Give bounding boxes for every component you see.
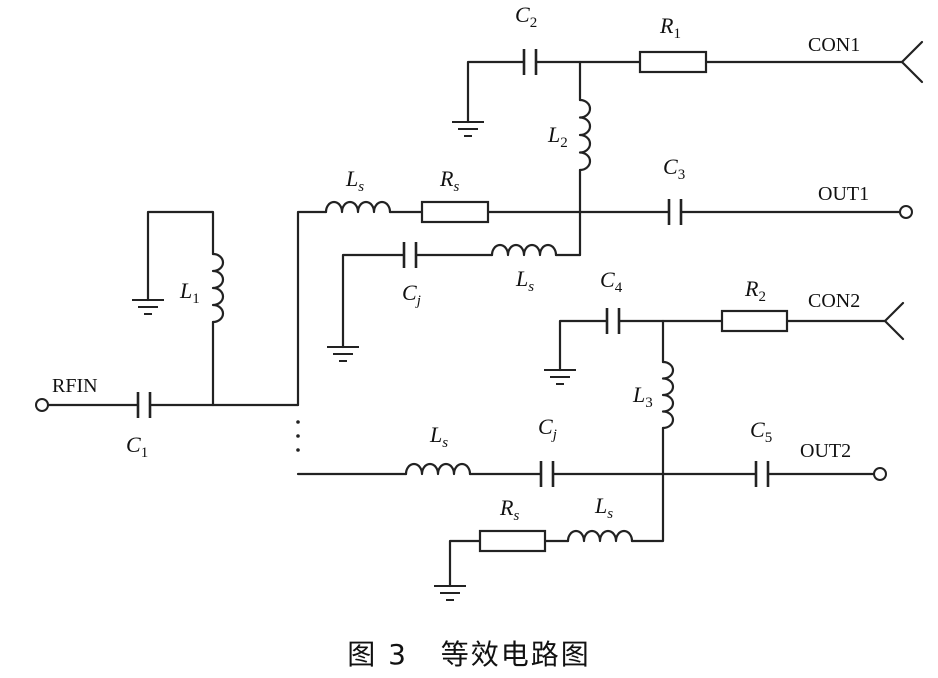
figure-caption: 图 3 等效电路图 xyxy=(347,638,590,671)
label-r2: R2 xyxy=(744,276,766,305)
out2-port-terminal xyxy=(873,467,887,481)
label-l3: L3 xyxy=(632,382,653,411)
out1-label: OUT1 xyxy=(818,183,869,205)
inductor-l1 xyxy=(211,252,225,324)
ground-symbol-cj xyxy=(327,346,359,362)
out2-label: OUT2 xyxy=(800,440,851,462)
resistor-rs-upper xyxy=(420,200,490,224)
capacitor-cj-upper xyxy=(402,242,418,268)
label-ls-upper: Ls xyxy=(345,166,364,195)
capacitor-c4 xyxy=(605,308,621,334)
resistor-r1 xyxy=(638,50,708,74)
capacitor-c1 xyxy=(136,392,152,418)
con1-label: CON1 xyxy=(808,34,860,56)
capacitor-c3 xyxy=(667,199,683,225)
label-ls-loop: Ls xyxy=(515,266,534,295)
label-l1: L1 xyxy=(179,278,200,307)
capacitor-c5 xyxy=(754,461,770,487)
resistor-rs-lower xyxy=(478,529,547,553)
label-c1: C1 xyxy=(126,432,148,461)
dotted-continuation xyxy=(296,420,300,452)
capacitor-c2 xyxy=(522,49,538,75)
inductor-ls-ground xyxy=(566,529,634,543)
inductor-l2 xyxy=(578,98,592,172)
ground-symbol-c4 xyxy=(544,369,576,385)
inductor-ls-upper xyxy=(324,200,392,214)
wires xyxy=(46,60,904,588)
resistor-r2 xyxy=(720,309,789,333)
label-c4: C4 xyxy=(600,267,623,296)
label-ls-ground: Ls xyxy=(594,493,613,522)
ground-symbol-l1 xyxy=(132,299,164,315)
capacitor-cj-lower xyxy=(539,461,555,487)
con1-antenna-terminal xyxy=(900,40,924,84)
label-c2: C2 xyxy=(515,2,537,31)
label-c5: C5 xyxy=(750,417,772,446)
label-rs-lower: Rs xyxy=(499,495,519,524)
ground-symbol-rs xyxy=(434,585,466,601)
label-cj-upper: Cj xyxy=(402,280,421,309)
con2-label: CON2 xyxy=(808,290,860,312)
ground-symbol-c2 xyxy=(452,121,484,137)
label-c3: C3 xyxy=(663,154,685,183)
inductor-ls-loop xyxy=(490,243,558,257)
inductor-ls-lower xyxy=(404,462,472,476)
inductor-l3 xyxy=(661,360,675,430)
out1-port-terminal xyxy=(899,205,913,219)
rfin-label: RFIN xyxy=(52,375,98,397)
con2-antenna-terminal xyxy=(883,301,905,341)
label-r1: R1 xyxy=(659,13,681,42)
label-rs-upper: Rs xyxy=(439,166,459,195)
rfin-port-terminal xyxy=(35,398,49,412)
label-l2: L2 xyxy=(547,122,568,151)
label-ls-lower: Ls xyxy=(429,422,448,451)
label-cj-lower: Cj xyxy=(538,414,557,443)
